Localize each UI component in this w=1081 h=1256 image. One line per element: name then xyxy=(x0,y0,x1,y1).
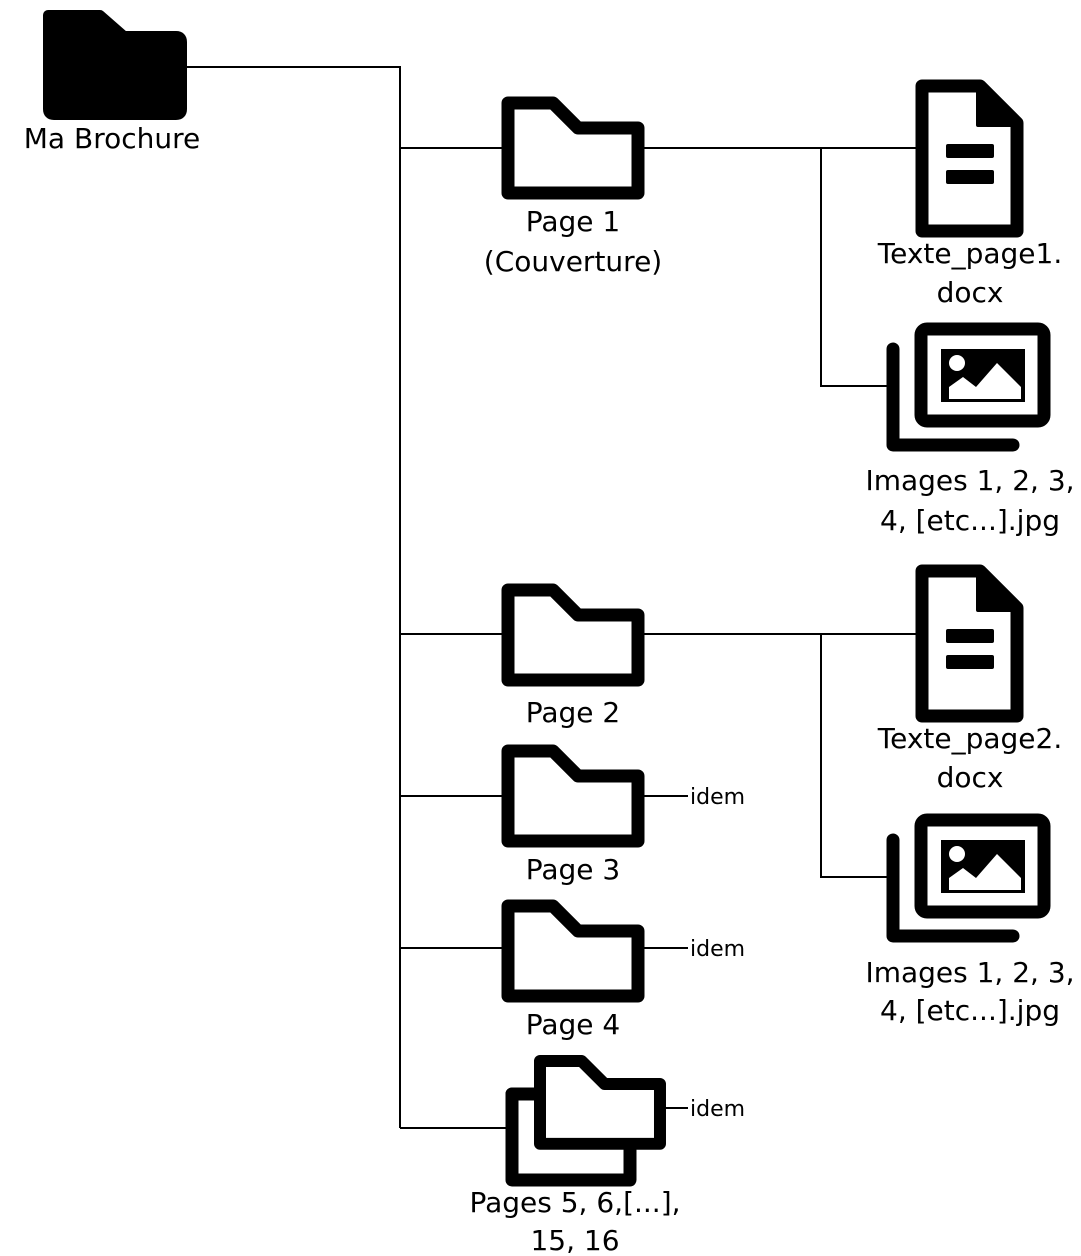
page1-images-label-line1: Images 1, 2, 3, xyxy=(865,464,1074,497)
page2-text-file-label-line2: docx xyxy=(937,761,1004,794)
folder-icon xyxy=(508,906,638,996)
tree-connectors xyxy=(182,66,921,1129)
pages5-16-note: idem xyxy=(690,1097,745,1122)
page2-label: Page 2 xyxy=(526,696,621,729)
page2-images-label-line1: Images 1, 2, 3, xyxy=(865,956,1074,989)
images-icon xyxy=(893,820,1044,936)
root-folder[interactable]: Ma Brochure xyxy=(24,10,200,155)
page3-folder[interactable]: Page 3 idem xyxy=(508,751,745,886)
page1-label-line2: (Couverture) xyxy=(484,245,662,278)
page2-images-label-line2: 4, [etc...].jpg xyxy=(880,994,1060,1027)
page4-folder[interactable]: Page 4 idem xyxy=(508,906,745,1041)
page1-text-file-label-line2: docx xyxy=(937,276,1004,309)
pages5-16-label-line2: 15, 16 xyxy=(530,1224,619,1256)
folder-icon xyxy=(508,590,638,680)
page4-label: Page 4 xyxy=(526,1008,621,1041)
page1-label-line1: Page 1 xyxy=(526,205,621,238)
folder-icon xyxy=(508,103,638,193)
folder-icon xyxy=(508,751,638,841)
images-icon xyxy=(893,329,1044,445)
page4-note: idem xyxy=(690,937,745,962)
pages5-16-label-line1: Pages 5, 6,[...], xyxy=(469,1186,680,1219)
page3-label: Page 3 xyxy=(526,853,621,886)
page1-images-connector xyxy=(820,148,890,387)
page1-images-label-line2: 4, [etc...].jpg xyxy=(880,504,1060,537)
pages5-16-folders[interactable]: Pages 5, 6,[...], 15, 16 idem xyxy=(469,1061,745,1256)
root-connector xyxy=(182,66,401,1128)
document-icon xyxy=(922,571,1017,716)
page2-text-file[interactable]: Texte_page2. docx xyxy=(877,571,1063,794)
page1-text-file-label-line1: Texte_page1. xyxy=(877,237,1063,270)
page1-images-file[interactable]: Images 1, 2, 3, 4, [etc...].jpg xyxy=(865,329,1075,537)
page1-folder[interactable]: Page 1 (Couverture) xyxy=(484,103,662,278)
page2-folder[interactable]: Page 2 xyxy=(508,590,638,729)
page2-images-file[interactable]: Images 1, 2, 3, 4, [etc...].jpg xyxy=(865,820,1075,1027)
page3-note: idem xyxy=(690,785,745,810)
multiple-folders-icon xyxy=(505,1061,660,1187)
page1-text-file[interactable]: Texte_page1. docx xyxy=(877,86,1063,309)
page2-text-file-label-line1: Texte_page2. xyxy=(877,722,1063,755)
document-icon xyxy=(922,86,1017,231)
folder-icon xyxy=(43,10,187,120)
root-folder-label: Ma Brochure xyxy=(24,122,200,155)
page2-images-connector xyxy=(820,634,890,878)
